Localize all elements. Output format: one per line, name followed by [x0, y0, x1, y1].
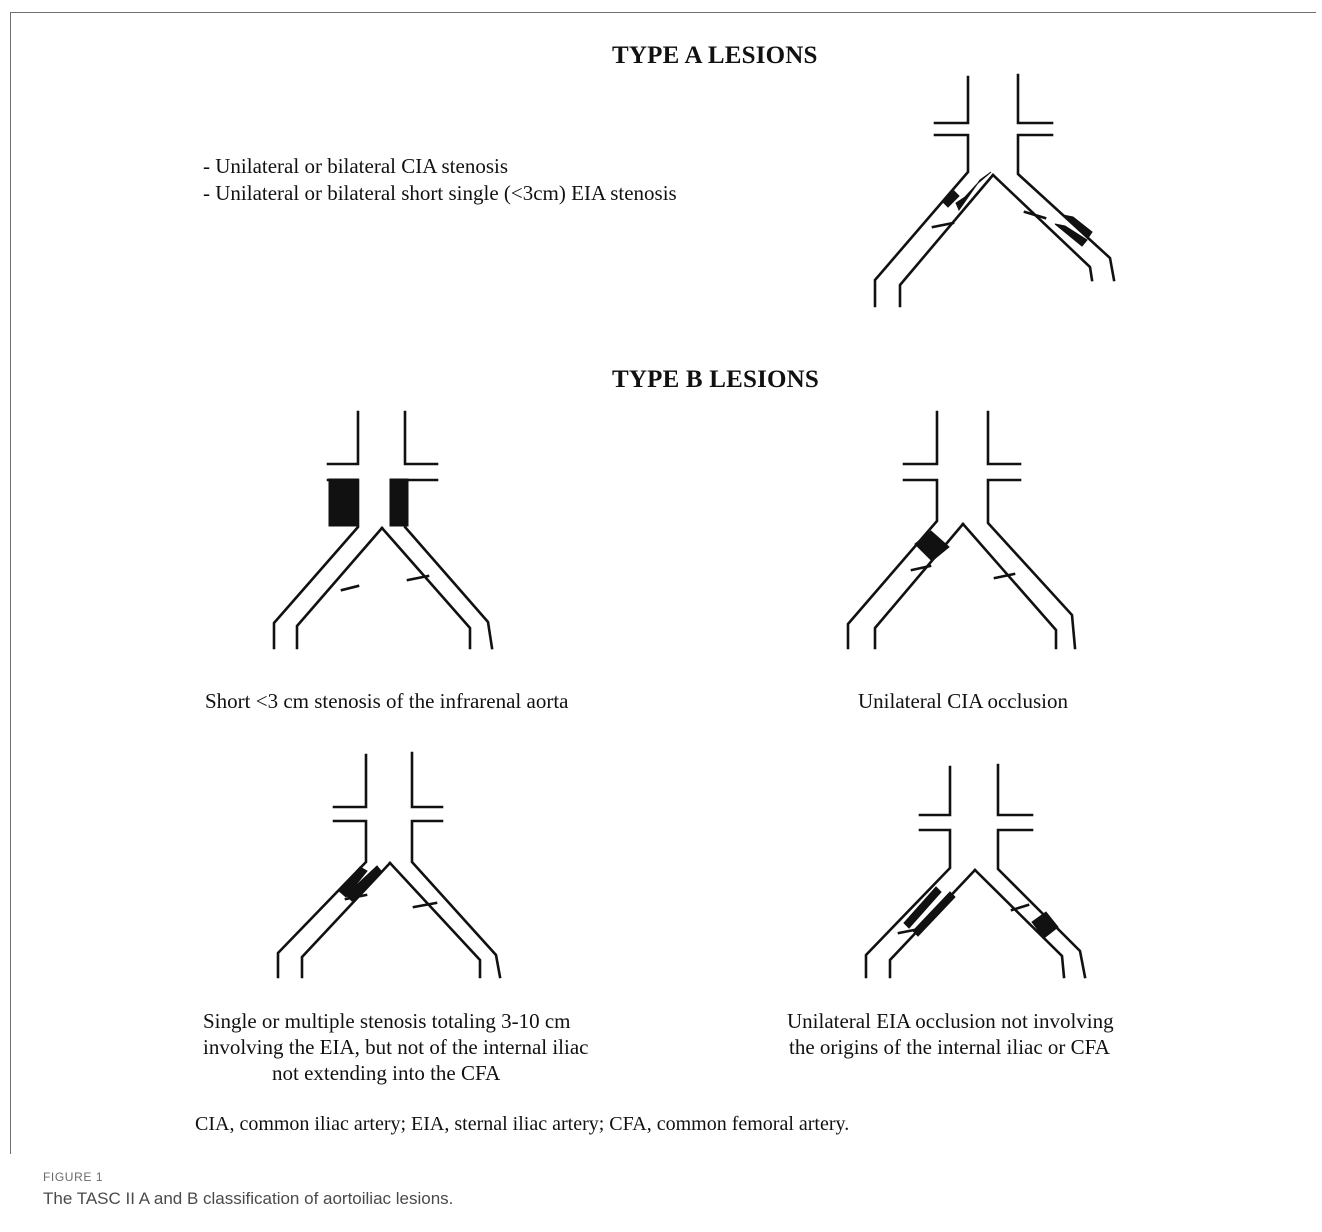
cia-occlusion-lesion: [915, 531, 949, 561]
abbreviations-note: CIA, common iliac artery; EIA, sternal i…: [195, 1111, 849, 1138]
type-b-infrarenal-aorta-diagram: [260, 400, 520, 660]
aortoiliac-vessel-outline: [875, 75, 1114, 306]
type-b-heading: TYPE B LESIONS: [612, 366, 819, 394]
type-b-eia-stenosis-diagram: [262, 745, 522, 985]
cia-stenosis-lesion: [956, 172, 991, 210]
type-a-criterion: - Unilateral or bilateral CIA stenosis: [203, 153, 508, 180]
eia-occlusion-lesion: [1032, 912, 1058, 938]
aortoiliac-vessel-outline: [866, 765, 1085, 977]
type-a-heading: TYPE A LESIONS: [612, 42, 818, 70]
type-b-panel-caption: involving the EIA, but not of the intern…: [203, 1034, 589, 1060]
infrarenal-aorta-stenosis-lesion: [390, 479, 408, 526]
aortoiliac-vessel-outline: [848, 412, 1075, 648]
type-b-panel-caption: Unilateral CIA occlusion: [858, 688, 1068, 714]
type-b-panel-caption: the origins of the internal iliac or CFA: [789, 1034, 1110, 1060]
figure-label: FIGURE 1: [43, 1170, 103, 1184]
aortoiliac-vessel-outline: [278, 753, 500, 977]
figure-caption: The TASC II A and B classification of ao…: [43, 1189, 453, 1209]
type-b-panel-caption: Short <3 cm stenosis of the infrarenal a…: [205, 688, 569, 714]
type-a-aortoiliac-diagram: [860, 60, 1140, 290]
type-b-panel-caption: Unilateral EIA occlusion not involving: [787, 1008, 1114, 1034]
infrarenal-aorta-stenosis-lesion: [329, 479, 358, 526]
type-b-eia-occlusion-diagram: [842, 745, 1112, 985]
type-b-cia-occlusion-diagram: [832, 400, 1102, 660]
type-b-panel-caption: not extending into the CFA: [272, 1060, 500, 1086]
type-b-panel-caption: Single or multiple stenosis totaling 3-1…: [203, 1008, 570, 1034]
type-a-criterion: - Unilateral or bilateral short single (…: [203, 180, 677, 207]
aortoiliac-vessel-outline: [274, 412, 492, 648]
